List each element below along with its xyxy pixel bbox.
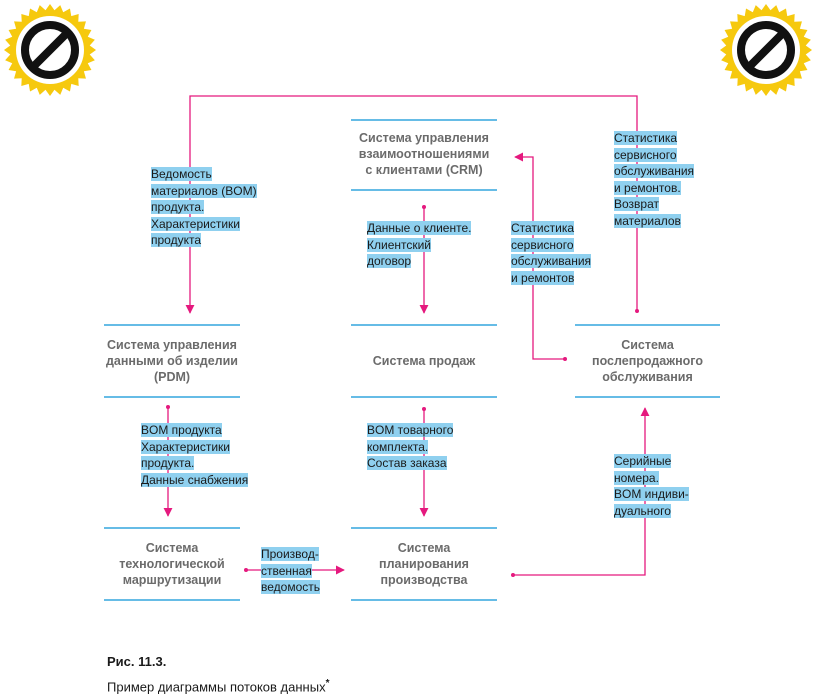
flow-label-bom-top: Ведомость материалов (BOM) продукта. Хар…	[151, 167, 257, 247]
figure-number: Рис. 11.3.	[107, 654, 167, 669]
system-crm-title: Система управления взаимоотношениями с к…	[358, 131, 490, 177]
system-routing-title: Система технологической маршрутизации	[119, 541, 225, 587]
system-sales-title: Система продаж	[372, 354, 476, 368]
flow-label-customer-data: Данные о клиенте. Клиентский договор	[367, 221, 472, 268]
system-pdm-title: Система управления данными об изделии (P…	[106, 338, 238, 384]
flow-label-service-top: Статистика сервисного обслуживания и рем…	[614, 131, 695, 228]
flow-label-service-mid: Статистика сервисного обслуживания и рем…	[511, 221, 592, 285]
flow-origin-dot	[422, 407, 426, 411]
flow-origin-dot	[635, 309, 639, 313]
figure-caption-text: Пример диаграммы потоков данных	[107, 679, 326, 695]
flow-label-serial: Серийные номера. BOM индиви- дуального	[614, 454, 689, 518]
system-after-sales-title: Система послепродажного обслуживания	[592, 338, 703, 384]
flow-origin-dot	[511, 573, 515, 577]
flow-origin-dot	[166, 405, 170, 409]
flow-origin-dot	[563, 357, 567, 361]
figure-caption: Пример диаграммы потоков данных*	[107, 678, 329, 694]
flow-label-bom-kit: BOM товарного комплекта. Состав заказа	[367, 423, 454, 470]
flow-label-production: Производ- ственная ведомость	[261, 547, 320, 594]
no-entry-icon	[4, 4, 96, 96]
footnote-mark: *	[325, 678, 330, 689]
no-entry-icon	[720, 4, 812, 96]
flow-origin-dot	[422, 205, 426, 209]
flow-origin-dot	[244, 568, 248, 572]
flow-label-bom-product: BOM продукта Характеристики продукта. Да…	[141, 423, 249, 487]
system-planning-title: Система планирования производства	[379, 541, 469, 587]
